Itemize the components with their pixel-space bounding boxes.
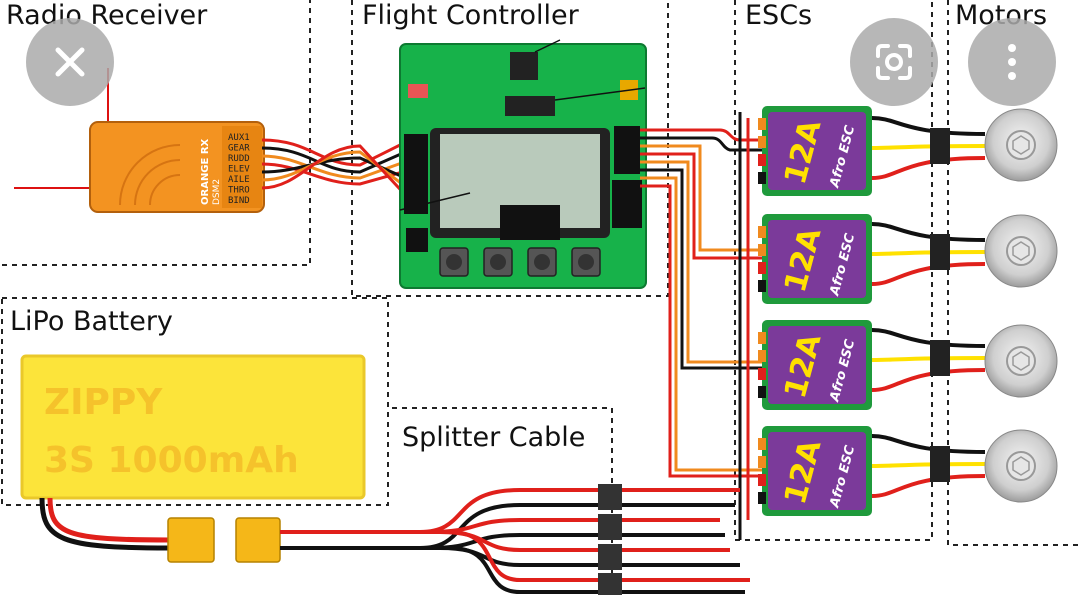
motor-4: [984, 429, 1058, 503]
close-button[interactable]: [26, 18, 114, 106]
fc-to-esc-wires: [640, 112, 762, 540]
esc-to-motor-wires: [871, 116, 986, 498]
battery-xt60-plug: [167, 517, 215, 563]
radio-receiver-title: Radio Receiver: [6, 0, 208, 31]
receiver-channel-label: AILE: [228, 175, 250, 185]
motor-list: [984, 108, 1058, 503]
escs-title: ESCs: [745, 0, 812, 31]
motor-connectors: [930, 128, 950, 482]
splitter-cable-title: Splitter Cable: [402, 422, 585, 453]
battery-brand: ZIPPY: [44, 382, 163, 423]
receiver-channel-label: THRO: [228, 186, 250, 196]
lipo-battery-frame: [1, 297, 389, 506]
splitter-xt60-plug: [235, 517, 281, 563]
motors-frame: [947, 0, 1080, 546]
receiver-channel-label: RUDD: [228, 154, 250, 164]
lens-search-button[interactable]: [850, 18, 938, 106]
splitter-connectors: [598, 484, 622, 595]
motor-3: [984, 324, 1058, 398]
escs-frame: [734, 0, 933, 541]
receiver-channel-label: BIND: [228, 196, 250, 206]
close-icon: [55, 47, 85, 77]
more-options-button[interactable]: [968, 18, 1056, 106]
splitter-cable: [280, 488, 750, 594]
more-vertical-icon: [1008, 44, 1016, 80]
lipo-battery: ZIPPY 3S 1000mAh: [20, 354, 366, 563]
receiver-model: DSM2: [212, 179, 222, 205]
lens-search-icon: [876, 44, 912, 80]
lipo-battery-title: LiPo Battery: [10, 306, 173, 337]
receiver-to-fc-wires: [261, 138, 412, 202]
flight-controller-frame: [351, 0, 669, 297]
receiver-brand: ORANGE RX: [200, 138, 211, 205]
receiver-channel-label: ELEV: [228, 165, 250, 175]
receiver-channel-label: AUX1: [228, 133, 250, 143]
receiver-channel-label: GEAR: [228, 144, 250, 154]
flight-controller-title: Flight Controller: [362, 0, 580, 31]
motor-1: [984, 108, 1058, 182]
flight-controller-board: [399, 39, 647, 289]
motor-2: [984, 214, 1058, 288]
battery-spec: 3S 1000mAh: [44, 440, 299, 481]
radio-receiver-frame: [2, 0, 311, 266]
